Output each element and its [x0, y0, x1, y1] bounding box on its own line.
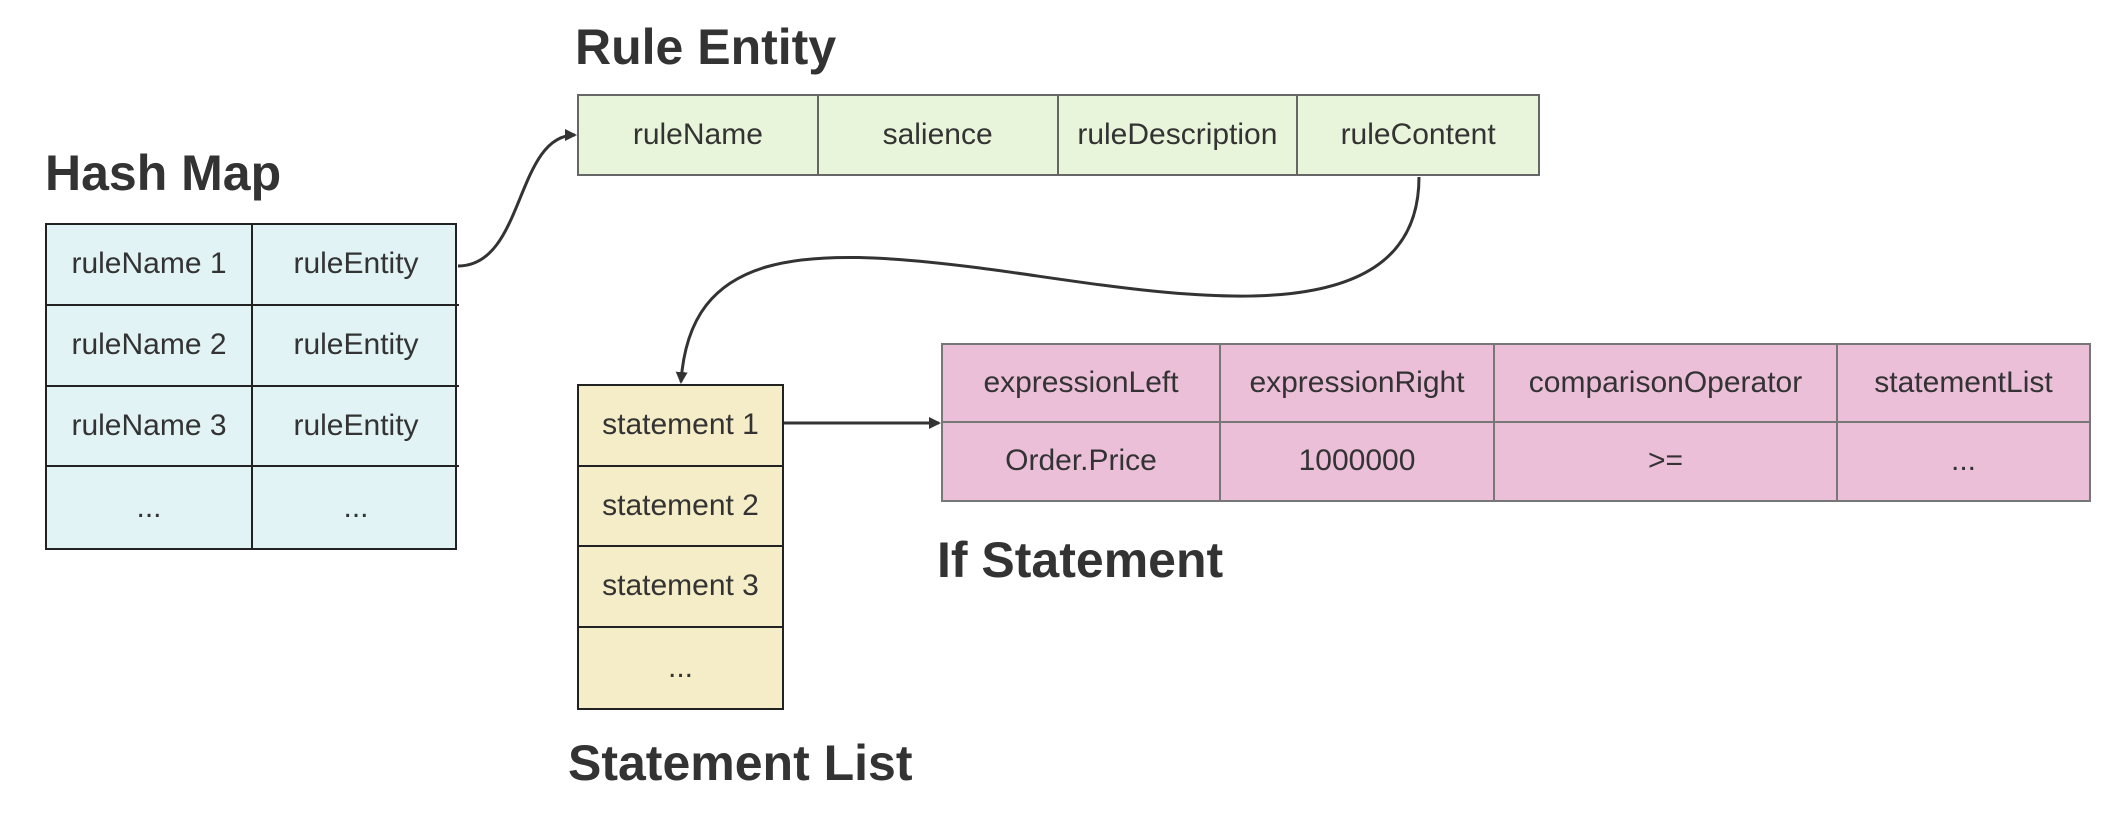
if-statement-value: 1000000 — [1221, 422, 1495, 500]
if-statement-header: comparisonOperator — [1495, 345, 1838, 423]
rule-entity-field-ruledescription: ruleDescription — [1059, 96, 1299, 174]
if-statement-header: expressionLeft — [943, 345, 1221, 423]
hash-map-value-cell: ruleEntity — [253, 306, 459, 387]
rule-entity-field-salience: salience — [819, 96, 1059, 174]
statement-list-item: ... — [667, 650, 693, 684]
hash-map-table: ruleName 1 ruleEntity ruleName 2 ruleEnt… — [45, 223, 459, 550]
hash-map-key-cell: ruleName 1 — [47, 225, 253, 306]
arrow-hashmap-to-rule-entity — [457, 129, 577, 268]
hash-map-value-cell: ruleEntity — [253, 387, 459, 468]
rule-entity-title: Rule Entity — [575, 19, 837, 75]
if-statement-title: If Statement — [937, 532, 1224, 588]
hash-map-value-cell: ruleEntity — [253, 225, 459, 306]
if-statement-table: expressionLeft expressionRight compariso… — [941, 343, 2091, 502]
hash-map-title: Hash Map — [45, 145, 282, 201]
hash-map-key-cell: ruleName 2 — [47, 305, 253, 387]
hash-map-value-cell: ... — [343, 490, 369, 524]
statement-list-item: statement 2 — [579, 467, 782, 547]
rule-entity-field-rulename: ruleName — [579, 96, 819, 174]
hash-map-key-cell: ... — [47, 467, 253, 548]
statement-list-table: statement 1 statement 2 statement 3 ... — [577, 384, 784, 710]
if-statement-header: expressionRight — [1221, 345, 1495, 423]
if-statement-header: statementList — [1838, 345, 2089, 423]
if-statement-value: >= — [1495, 422, 1838, 500]
statement-list-title: Statement List — [568, 735, 913, 791]
hash-map-key-cell: ruleName 3 — [47, 386, 253, 468]
if-statement-value: Order.Price — [943, 422, 1221, 500]
statement-list-item: statement 1 — [579, 386, 782, 467]
statement-list-item: statement 3 — [579, 547, 782, 628]
rule-entity-field-rulecontent: ruleContent — [1340, 118, 1496, 151]
if-statement-value: ... — [1950, 444, 1976, 478]
rule-entity-table: ruleName salience ruleDescription ruleCo… — [577, 94, 1540, 176]
